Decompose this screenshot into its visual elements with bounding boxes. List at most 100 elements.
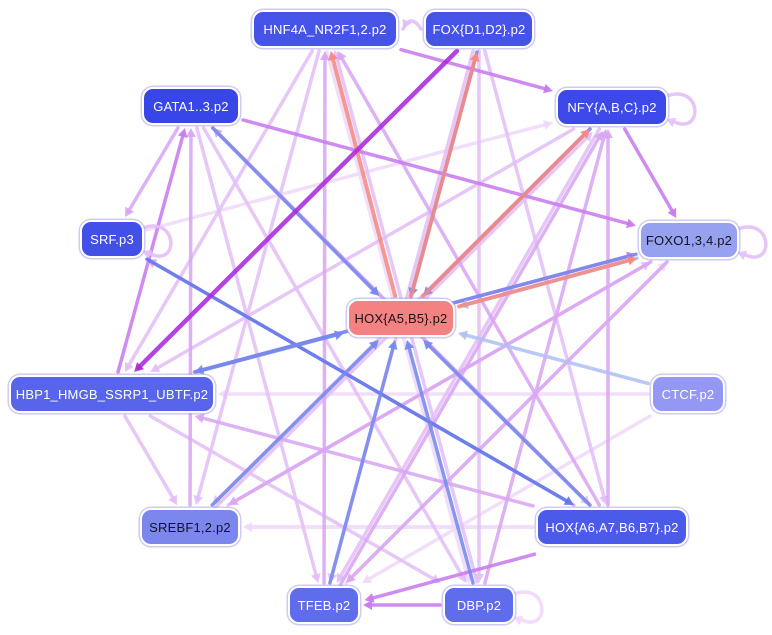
edge-tfeb-hnf4a-arrowhead bbox=[319, 51, 330, 61]
edge-dbp-tfeb-arrowhead bbox=[363, 600, 372, 610]
edge-tfeb-hox-arrowhead bbox=[387, 340, 398, 350]
edge-srf-hox_b bbox=[145, 257, 571, 504]
edge-hox-foxo-arrowhead bbox=[627, 255, 638, 266]
edge-nfy-self bbox=[662, 92, 697, 126]
edge-hbp1-srebf bbox=[123, 414, 176, 502]
edge-nfy-hbp1-arrowhead bbox=[150, 363, 161, 372]
edge-hox_b-hbp1 bbox=[199, 415, 535, 508]
node-hox_b[interactable]: HOX{A6,A7,B6,B7}.p2 bbox=[536, 508, 688, 546]
node-label: DBP.p2 bbox=[456, 597, 502, 613]
edge-srebf-gata bbox=[188, 132, 193, 507]
edge-hox_b-hox-arrowhead bbox=[423, 340, 434, 350]
node-label: FOX{D1,D2}.p2 bbox=[432, 21, 526, 37]
edge-hox_b-hnf4a-arrowhead bbox=[337, 51, 347, 62]
node-dbp[interactable]: DBP.p2 bbox=[443, 586, 515, 624]
node-hbp1[interactable]: HBP1_HMGB_SSRP1_UBTF.p2 bbox=[9, 375, 215, 413]
edge-srf-hox_b-arrowhead bbox=[563, 496, 574, 505]
edge-gata-hox-arrowhead bbox=[369, 286, 380, 296]
edge-ctcf-tfeb-arrowhead bbox=[361, 574, 373, 583]
edge-gata-tfeb bbox=[195, 126, 319, 579]
edge-dbp-self-arrowhead bbox=[513, 615, 524, 626]
node-label: HOX{A6,A7,B6,B7}.p2 bbox=[545, 519, 679, 535]
edge-gata-hox bbox=[211, 126, 377, 294]
edge-hox-nfy bbox=[421, 131, 588, 298]
edge-hox-hnf4a-arrowhead bbox=[328, 51, 338, 61]
edge-hox_b-hox bbox=[425, 342, 592, 507]
edge-hnf4a-hbp1 bbox=[126, 49, 314, 369]
edge-fox-dbp-arrowhead bbox=[474, 574, 484, 583]
node-ctcf[interactable]: CTCF.p2 bbox=[651, 375, 725, 413]
edge-srf-self bbox=[138, 224, 173, 258]
node-nfy[interactable]: NFY{A,B,C}.p2 bbox=[556, 88, 668, 126]
node-label: HNF4A_NR2F1,2.p2 bbox=[263, 21, 387, 37]
edge-gata-foxo-arrowhead bbox=[626, 218, 636, 229]
edge-hox_b-tfeb bbox=[368, 552, 537, 601]
node-fox[interactable]: FOX{D1,D2}.p2 bbox=[424, 10, 534, 48]
node-label: NFY{A,B,C}.p2 bbox=[567, 99, 657, 115]
edge-hox_b-tfeb-arrowhead bbox=[364, 593, 375, 603]
edge-hbp1-hox-arrowhead bbox=[334, 330, 344, 341]
node-tfeb[interactable]: TFEB.p2 bbox=[288, 586, 360, 624]
node-hox[interactable]: HOX{A5,B5}.p2 bbox=[347, 299, 455, 337]
edge-hox_b-hbp1-arrowhead bbox=[194, 413, 205, 424]
node-foxo[interactable]: FOXO1,3,4.p2 bbox=[639, 221, 739, 259]
edge-dbp-hox bbox=[406, 344, 475, 585]
edge-hox-fox bbox=[408, 56, 478, 300]
edge-srf-nfy-arrowhead bbox=[543, 120, 553, 130]
edge-nfy-foxo bbox=[622, 127, 675, 215]
edge-gata-dbp bbox=[201, 126, 465, 580]
edge-fox-hox_b bbox=[483, 49, 607, 501]
node-srf[interactable]: SRF.p3 bbox=[80, 220, 144, 258]
edge-nfy-foxo-arrowhead bbox=[667, 207, 677, 218]
edge-nfy-tfeb-arrowhead bbox=[336, 572, 346, 583]
edge-fox-hbp1-arrowhead bbox=[134, 362, 144, 372]
edge-tfeb-nfy bbox=[338, 134, 602, 587]
edge-nfy-hbp1 bbox=[154, 127, 576, 371]
edge-foxo-self bbox=[733, 225, 768, 259]
edge-srebf-gata-arrowhead bbox=[185, 128, 196, 138]
edge-gata-srf bbox=[126, 126, 180, 214]
edge-hbp1-gata-arrowhead bbox=[177, 128, 188, 138]
edge-foxo-srebf-arrowhead bbox=[228, 496, 239, 505]
edge-srebf-hox bbox=[210, 342, 377, 507]
edge-hbp1-srebf-arrowhead bbox=[168, 494, 178, 505]
edge-gata-dbp-arrowhead bbox=[457, 572, 467, 583]
edge-srebf-hox-arrowhead bbox=[368, 340, 379, 350]
node-label: CTCF.p2 bbox=[661, 386, 715, 402]
edge-dbp-nfy bbox=[483, 133, 607, 585]
edge-gata-tfeb-arrowhead bbox=[311, 573, 321, 583]
node-label: TFEB.p2 bbox=[297, 597, 351, 613]
node-label: GATA1..3.p2 bbox=[153, 98, 229, 114]
edge-hox-nfy-arrowhead bbox=[580, 129, 590, 139]
edge-foxo-srebf bbox=[231, 260, 653, 504]
edge-srf-self-arrowhead bbox=[142, 249, 153, 260]
edge-dbp-hox-arrowhead bbox=[404, 340, 415, 350]
edge-dbp-self bbox=[509, 590, 544, 624]
edge-hox-foxo bbox=[457, 257, 633, 309]
node-label: HOX{A5,B5}.p2 bbox=[354, 310, 448, 326]
node-label: SRF.p3 bbox=[90, 231, 134, 247]
node-label: SREBF1,2.p2 bbox=[149, 519, 231, 535]
edge-fox-hbp1 bbox=[136, 48, 460, 370]
edge-hox_b-hnf4a bbox=[339, 54, 602, 507]
edge-nfy-self-arrowhead bbox=[666, 117, 677, 128]
node-srebf[interactable]: SREBF1,2.p2 bbox=[140, 508, 240, 546]
edge-hox-hnf4a bbox=[330, 55, 398, 298]
edge-hnf4a-hbp1-arrowhead bbox=[124, 361, 134, 372]
edge-fox-hox_b-arrowhead bbox=[599, 495, 609, 505]
edge-gata-srf-arrowhead bbox=[125, 206, 134, 217]
node-gata[interactable]: GATA1..3.p2 bbox=[142, 87, 240, 125]
edge-hox_b-srebf-arrowhead bbox=[243, 522, 252, 532]
edge-hox-fox-arrowhead bbox=[469, 52, 480, 63]
edge-hnf4a-srebf bbox=[195, 49, 321, 501]
edge-hnf4a-srebf-arrowhead bbox=[193, 495, 204, 505]
node-hnf4a[interactable]: HNF4A_NR2F1,2.p2 bbox=[252, 10, 398, 48]
edge-foxo-tfeb-arrowhead bbox=[346, 573, 356, 583]
edge-foxo-tfeb bbox=[348, 260, 669, 581]
edge-hbp1-dbp bbox=[148, 414, 438, 582]
edge-gata-foxo bbox=[241, 118, 632, 226]
edge-fox-hnf4a-arrowhead bbox=[402, 18, 412, 29]
node-label: HBP1_HMGB_SSRP1_UBTF.p2 bbox=[15, 386, 209, 402]
node-label: FOXO1,3,4.p2 bbox=[645, 232, 733, 248]
